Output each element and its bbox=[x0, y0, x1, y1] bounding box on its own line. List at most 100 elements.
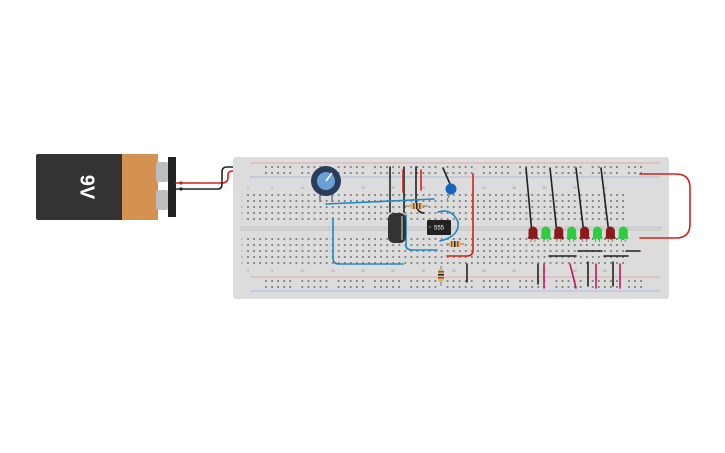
resistor[interactable] bbox=[446, 241, 464, 247]
rail-hole bbox=[361, 166, 364, 168]
led-green[interactable] bbox=[592, 226, 603, 243]
battery-9v[interactable]: 9V bbox=[36, 154, 176, 220]
rail-hole bbox=[410, 166, 413, 168]
terminal-hole bbox=[313, 194, 316, 196]
terminal-hole bbox=[374, 194, 376, 196]
terminal-hole bbox=[452, 206, 455, 208]
led-red[interactable] bbox=[553, 226, 564, 243]
rail-hole bbox=[464, 286, 467, 288]
terminal-hole bbox=[307, 250, 310, 252]
terminal-hole bbox=[362, 250, 364, 252]
terminal-hole bbox=[604, 218, 606, 220]
terminal-hole bbox=[283, 244, 286, 246]
terminal-hole bbox=[464, 206, 467, 208]
terminal-hole bbox=[350, 218, 352, 220]
terminal-hole bbox=[616, 256, 618, 258]
terminal-hole bbox=[337, 194, 340, 196]
led-red[interactable] bbox=[527, 226, 539, 243]
rail-hole bbox=[361, 172, 364, 174]
rail-hole bbox=[495, 286, 497, 288]
terminal-hole bbox=[283, 250, 286, 252]
led-green[interactable] bbox=[540, 226, 552, 243]
terminal-hole bbox=[265, 238, 268, 240]
terminal-hole bbox=[374, 218, 376, 220]
terminal-hole bbox=[519, 238, 522, 240]
terminal-hole bbox=[513, 244, 516, 246]
led-rim bbox=[553, 237, 564, 239]
terminal-hole bbox=[591, 212, 594, 214]
rail-hole bbox=[579, 166, 582, 168]
terminal-hole bbox=[543, 200, 546, 202]
terminal-hole bbox=[313, 212, 316, 214]
led-red[interactable] bbox=[605, 226, 616, 243]
terminal-hole bbox=[404, 206, 407, 208]
terminal-hole bbox=[319, 244, 322, 246]
terminal-hole bbox=[519, 256, 522, 258]
terminal-hole bbox=[464, 262, 467, 264]
electrolytic-capacitor[interactable] bbox=[388, 213, 406, 243]
terminal-hole bbox=[307, 262, 310, 264]
terminal-hole bbox=[507, 212, 510, 214]
terminal-hole bbox=[265, 212, 268, 214]
terminal-hole bbox=[604, 244, 606, 246]
potentiometer-indicator bbox=[325, 172, 333, 182]
terminal-hole bbox=[543, 212, 546, 214]
terminal-hole bbox=[301, 218, 304, 220]
terminal-hole bbox=[253, 238, 255, 240]
terminal-hole bbox=[489, 250, 491, 252]
terminal-hole bbox=[247, 200, 249, 202]
potentiometer[interactable] bbox=[311, 166, 341, 202]
rail-hole bbox=[537, 286, 540, 288]
terminal-hole bbox=[440, 262, 443, 264]
rail-hole bbox=[561, 280, 564, 282]
terminal-hole bbox=[446, 262, 449, 264]
terminal-hole bbox=[549, 194, 552, 196]
terminal-hole bbox=[483, 200, 485, 202]
rail-hole bbox=[374, 280, 376, 282]
terminal-hole bbox=[356, 250, 358, 252]
led-red[interactable] bbox=[579, 226, 590, 243]
led-green[interactable] bbox=[566, 226, 577, 243]
terminal-hole bbox=[622, 256, 624, 258]
rail-hole bbox=[271, 286, 273, 288]
rail-hole bbox=[640, 286, 642, 288]
terminal-hole bbox=[567, 200, 570, 202]
terminal-hole bbox=[495, 206, 497, 208]
rail-hole bbox=[434, 166, 437, 168]
resistor[interactable] bbox=[438, 266, 444, 286]
wire-blue bbox=[325, 198, 435, 205]
rail-hole bbox=[640, 280, 642, 282]
terminal-hole bbox=[259, 238, 261, 240]
column-number: 20 bbox=[361, 186, 365, 190]
rail-hole bbox=[452, 286, 455, 288]
terminal-hole bbox=[410, 238, 413, 240]
terminal-hole bbox=[622, 194, 624, 196]
led-green[interactable] bbox=[618, 226, 629, 243]
terminal-hole bbox=[301, 238, 304, 240]
terminal-hole bbox=[567, 250, 570, 252]
terminal-hole bbox=[573, 244, 576, 246]
rail-hole bbox=[392, 166, 394, 168]
terminal-hole bbox=[277, 212, 280, 214]
rail-hole bbox=[289, 172, 292, 174]
terminal-hole bbox=[319, 262, 322, 264]
resistor[interactable] bbox=[405, 203, 428, 209]
terminal-hole bbox=[549, 206, 552, 208]
ic-555[interactable]: 555 bbox=[427, 220, 451, 235]
terminal-hole bbox=[525, 194, 528, 196]
terminal-hole bbox=[362, 194, 364, 196]
ceramic-capacitor[interactable] bbox=[445, 183, 457, 201]
terminal-hole bbox=[325, 200, 328, 202]
rail-hole bbox=[591, 166, 594, 168]
terminal-hole bbox=[283, 256, 286, 258]
terminal-hole bbox=[622, 218, 624, 220]
rail-hole bbox=[561, 286, 564, 288]
terminal-hole bbox=[477, 238, 479, 240]
terminal-hole bbox=[537, 250, 540, 252]
terminal-hole bbox=[525, 256, 528, 258]
rail-hole bbox=[482, 166, 485, 168]
terminal-hole bbox=[350, 206, 352, 208]
terminal-hole bbox=[579, 218, 582, 220]
terminal-hole bbox=[295, 206, 298, 208]
